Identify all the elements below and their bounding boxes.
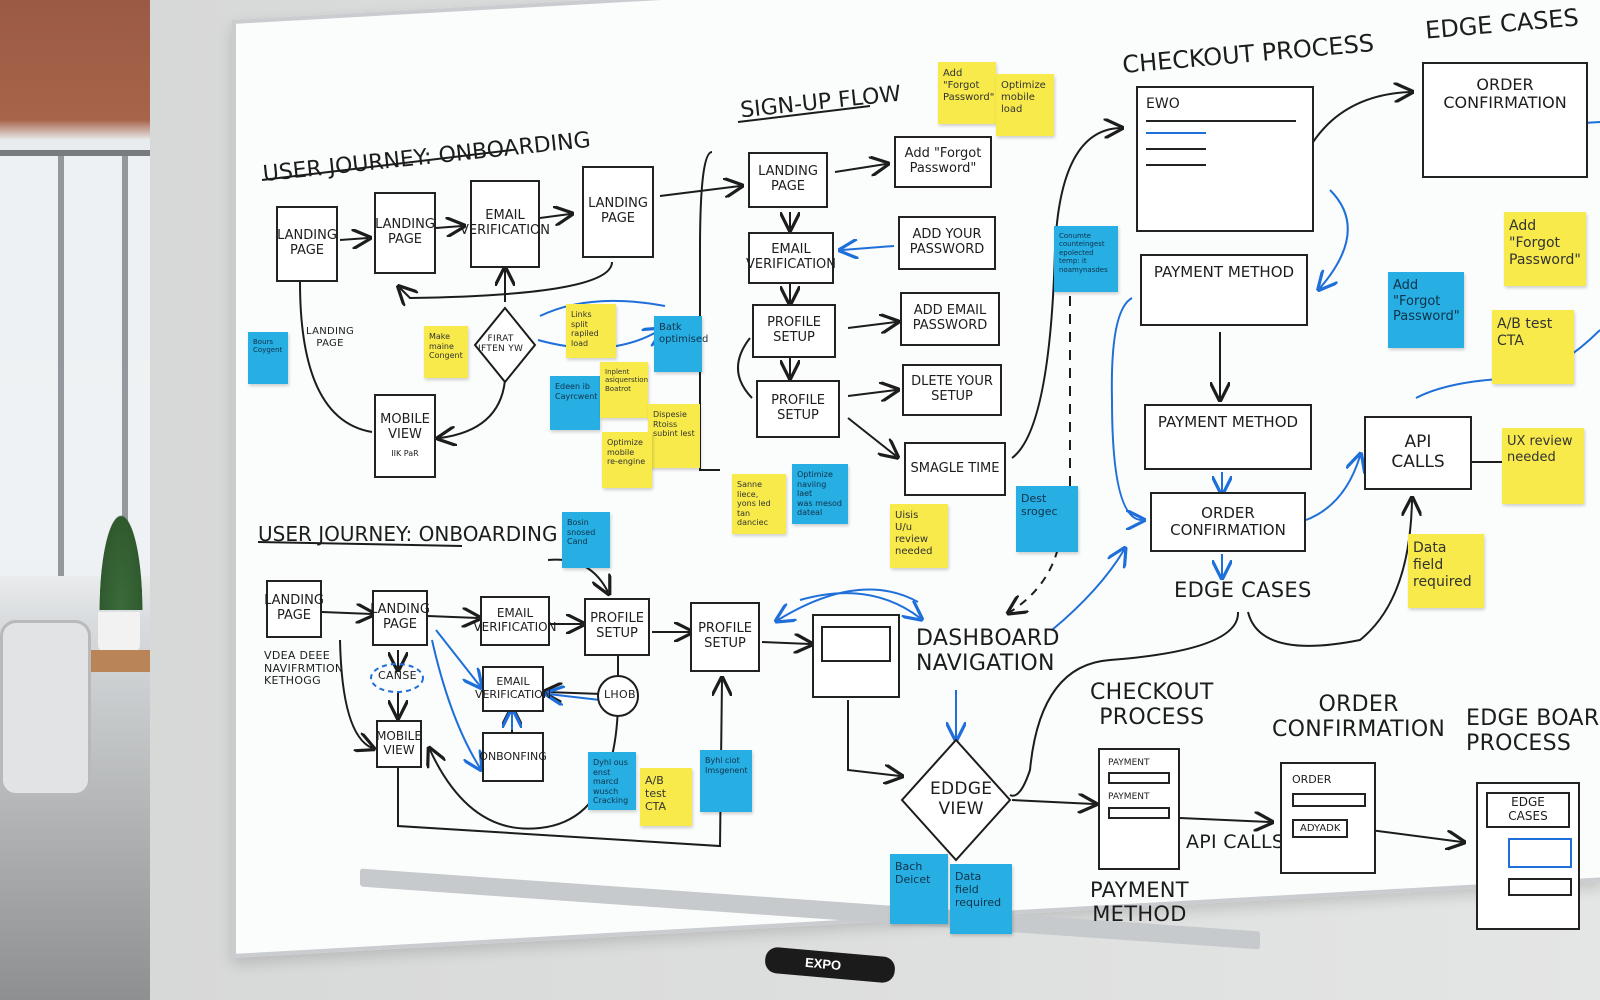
- box-landing-page-2: LANDING PAGE: [374, 192, 436, 274]
- sticky-note: Uisis U/u review needed: [890, 504, 948, 568]
- card-edge-cases-label: EDGE CASES: [1486, 792, 1570, 828]
- box-bottom-email-1: EMAIL VERIFICATION: [473, 596, 557, 646]
- card-edge-field-2: [1508, 877, 1572, 896]
- box-email-verification-top: EMAIL VERIFICATION: [460, 180, 550, 268]
- plant: [96, 500, 146, 610]
- sticky-note: Optimize mobile load: [996, 74, 1054, 136]
- window-row-2: [1146, 148, 1206, 151]
- sticky-note: Sanne liece, yons led tan danciec: [732, 474, 786, 534]
- box-add-your-password: ADD YOUR PASSWORD: [898, 216, 996, 270]
- sticky-note: Add "Forgot Password": [1388, 272, 1464, 348]
- box-bottom-profile-2: PROFILE SETUP: [690, 602, 760, 672]
- checkout-wireframe-window: EWO: [1136, 86, 1314, 232]
- card-order-button: ADYADK: [1292, 818, 1349, 839]
- mobile-view-sub: IIK PaR: [391, 449, 419, 459]
- box-smagle-time: SMAGLE TIME: [904, 442, 1006, 496]
- box-signup-email: EMAIL VERIFICATION: [746, 232, 836, 284]
- sticky-note: Inplent asiquerstion Boatrot: [600, 362, 648, 418]
- title-user-journey-bottom: USER JOURNEY: ONBOARDING: [258, 522, 558, 546]
- sticky-note: Bach Deicet: [890, 854, 948, 924]
- box-signup-profile-2: PROFILE SETUP: [756, 380, 840, 438]
- box-api-calls: API CALLS: [1364, 416, 1472, 490]
- card-payment-label-2: PAYMENT: [1108, 792, 1150, 803]
- diamond-label-top: FIRAT IFTEN YW: [478, 334, 524, 355]
- sticky-note: Bours Coygent: [248, 332, 288, 384]
- card-field-2: [1108, 806, 1170, 819]
- sticky-note: Bosin snosed Cand: [562, 512, 610, 568]
- sticky-note: A/B test CTA: [1492, 310, 1574, 384]
- sticky-note: Add "Forgot Password": [938, 62, 996, 124]
- box-bottom-profile-1: PROFILE SETUP: [584, 598, 650, 656]
- card-payment-lower: PAYMENT PAYMENT: [1098, 748, 1180, 870]
- mobile-view-label: MOBILE VIEW: [380, 412, 430, 443]
- title-dashboard-navigation: DASHBOARD NAVIGATION: [916, 626, 1060, 677]
- box-bottom-mobile-view: MOBILE VIEW: [376, 720, 422, 768]
- card-order-label: ORDER: [1292, 773, 1332, 786]
- sticky-note: Dest srogec: [1016, 486, 1078, 552]
- sticky-note: UX review needed: [1502, 428, 1584, 504]
- card-edge-cases-lower: EDGE CASES: [1476, 782, 1580, 930]
- sticky-note: Links split rapiled load: [566, 304, 616, 358]
- sticky-note: Dispesie Rtoiss subint lest: [648, 404, 700, 468]
- label-payment-method-lower: PAYMENT METHOD: [1090, 878, 1189, 927]
- box-onbonfing: ONBONFING: [479, 732, 547, 782]
- box-order-confirmation: ORDER CONFIRMATION: [1150, 492, 1306, 552]
- box-bottom-landing-1: LANDING PAGE: [264, 580, 324, 638]
- box-payment-method-1: PAYMENT METHOD: [1140, 254, 1308, 326]
- diamond-label-eddge-view: EDDGE VIEW: [930, 779, 993, 819]
- sticky-note: Conumte counteingest epolected temp: it …: [1054, 226, 1118, 292]
- box-mobile-view-top: MOBILE VIEW IIK PaR: [374, 394, 436, 478]
- label-cainse: CANSE: [378, 669, 417, 682]
- sticky-note: Edeen ib Cayrcwent: [550, 376, 600, 430]
- sticky-note: Data field required: [1408, 534, 1484, 608]
- box-add-forgot-password: Add "Forgot Password": [894, 136, 992, 188]
- card-payment-label: PAYMENT: [1108, 758, 1150, 768]
- office-chair: [0, 620, 91, 796]
- window-row-3: [1146, 164, 1206, 167]
- card-field: [1108, 772, 1170, 785]
- plant-pot: [98, 612, 140, 654]
- title-edge-board-process: EDGE BOAR PROCESS: [1466, 706, 1600, 757]
- card-order-field: [1292, 792, 1366, 807]
- box-payment-method-2: PAYMENT METHOD: [1144, 404, 1312, 470]
- card-order-lower: ORDER ADYADK: [1280, 762, 1376, 874]
- label-landing-page-side: LANDING PAGE: [306, 326, 355, 349]
- label-lhob: LHOB: [604, 688, 636, 701]
- sticky-note: Byhl ciot Imsgenent: [700, 750, 752, 812]
- box-landing-page-3: LANDING PAGE: [582, 166, 654, 258]
- sticky-note: Dyhl ous enst marcd wusch Cracking: [588, 752, 636, 810]
- card-edge-field: [1508, 837, 1572, 868]
- box-signup-landing: LANDING PAGE: [748, 152, 828, 208]
- title-order-confirmation-lower: ORDER CONFIRMATION: [1272, 692, 1446, 743]
- checkout-window-title: EWO: [1146, 96, 1180, 112]
- label-edge-cases-mid: EDGE CASES: [1174, 578, 1312, 602]
- sticky-note: A/B test CTA: [640, 768, 692, 826]
- box-order-confirmation-top: ORDER CONFIRMATION: [1422, 62, 1588, 178]
- sticky-note: Data field required: [950, 864, 1012, 934]
- box-add-email-password: ADD EMAIL PASSWORD: [900, 292, 1000, 346]
- label-side-notes: VDEA DEEE NAVIFRMTION KETHOGG: [264, 649, 344, 688]
- sticky-note: Batk optimised: [654, 316, 708, 372]
- title-checkout-lower: CHECKOUT PROCESS: [1090, 680, 1214, 731]
- sticky-note: Add "Forgot Password": [1504, 212, 1586, 286]
- label-api-calls-lower: API CALLS: [1186, 831, 1285, 853]
- sticky-note: Optimize mobile re-engine: [602, 432, 652, 488]
- box-delete-your-setup: DLETE YOUR SETUP: [902, 364, 1002, 416]
- box-bottom-email-2: EMAIL VERIFICATION: [475, 666, 551, 712]
- box-landing-page-1: LANDING PAGE: [276, 206, 338, 282]
- box-dashboard-wireframe: [812, 614, 900, 698]
- window-row-1: [1146, 132, 1206, 135]
- box-signup-profile-1: PROFILE SETUP: [752, 304, 836, 358]
- sticky-note: Optimize naviing laet was mesod dateal: [792, 464, 848, 524]
- sticky-note: Make maine Congent: [424, 326, 468, 378]
- window-divider: [1146, 120, 1296, 123]
- box-bottom-landing-2: LANDING PAGE: [370, 590, 430, 646]
- dashboard-screen-icon: [821, 626, 891, 662]
